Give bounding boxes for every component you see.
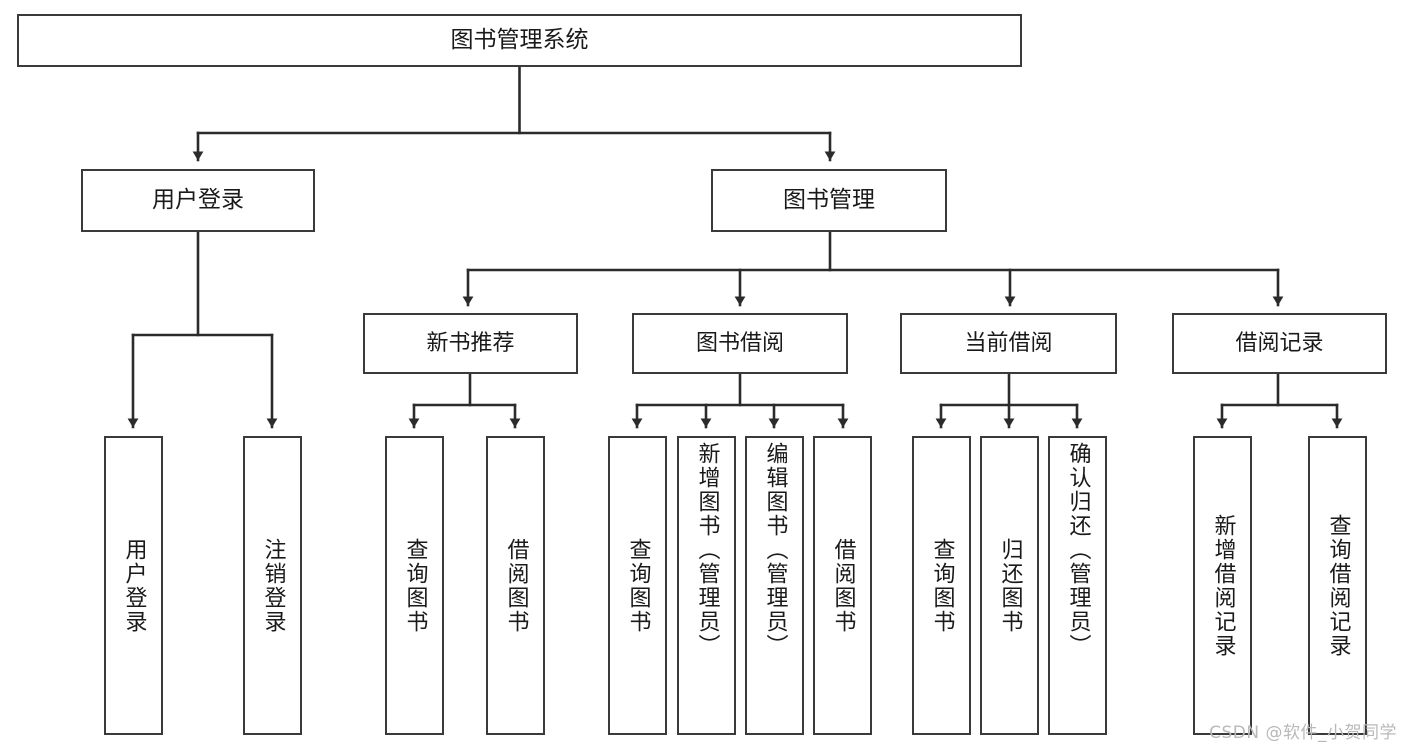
leaf-add-book-admin-label: 新增图书（管理员）: [694, 442, 720, 658]
node-new-book-recommend-label: 新书推荐: [426, 330, 515, 356]
leaf-borrow-book-label: 借阅图书: [830, 537, 856, 634]
node-current-borrow[interactable]: 当前借阅: [900, 313, 1117, 374]
leaf-query-borrow-record[interactable]: 查询借阅记录: [1308, 436, 1367, 735]
leaf-query-book-borrow-label: 查询图书: [625, 537, 651, 634]
node-book-manage-label: 图书管理: [783, 186, 875, 213]
leaf-return-book-label: 归还图书: [997, 537, 1023, 634]
leaf-confirm-return-admin-label: 确认归还（管理员）: [1065, 442, 1091, 658]
leaf-query-borrow-record-label: 查询借阅记录: [1325, 513, 1351, 658]
leaf-edit-book-admin[interactable]: 编辑图书（管理员）: [745, 436, 804, 735]
node-root-label: 图书管理系统: [450, 26, 589, 53]
leaf-add-borrow-record[interactable]: 新增借阅记录: [1193, 436, 1252, 735]
leaf-return-book[interactable]: 归还图书: [980, 436, 1039, 735]
node-book-manage[interactable]: 图书管理: [711, 169, 947, 232]
node-new-book-recommend[interactable]: 新书推荐: [363, 313, 578, 374]
watermark: CSDN @软件_小贺同学: [1209, 723, 1397, 743]
leaf-query-book-borrow[interactable]: 查询图书: [608, 436, 667, 735]
leaf-query-book-recommend[interactable]: 查询图书: [385, 436, 444, 735]
node-borrow-record-label: 借阅记录: [1235, 330, 1324, 356]
leaf-add-book-admin[interactable]: 新增图书（管理员）: [677, 436, 736, 735]
leaf-user-logout-label: 注销登录: [260, 537, 286, 634]
leaf-add-borrow-record-label: 新增借阅记录: [1210, 513, 1236, 658]
node-borrow-record[interactable]: 借阅记录: [1172, 313, 1387, 374]
leaf-user-login[interactable]: 用户登录: [104, 436, 163, 735]
node-user-login[interactable]: 用户登录: [81, 169, 315, 232]
leaf-query-book-recommend-label: 查询图书: [402, 537, 428, 634]
node-book-borrow-label: 图书借阅: [695, 330, 784, 356]
leaf-edit-book-admin-label: 编辑图书（管理员）: [762, 442, 788, 658]
leaf-borrow-book[interactable]: 借阅图书: [813, 436, 872, 735]
node-root[interactable]: 图书管理系统: [17, 14, 1022, 67]
leaf-user-login-label: 用户登录: [121, 537, 147, 634]
node-book-borrow[interactable]: 图书借阅: [632, 313, 848, 374]
leaf-borrow-book-recommend-label: 借阅图书: [503, 537, 529, 634]
leaf-query-book-current-label: 查询图书: [929, 537, 955, 634]
leaf-query-book-current[interactable]: 查询图书: [912, 436, 971, 735]
leaf-user-logout[interactable]: 注销登录: [243, 436, 302, 735]
node-current-borrow-label: 当前借阅: [964, 330, 1053, 356]
node-user-login-label: 用户登录: [152, 186, 244, 213]
leaf-borrow-book-recommend[interactable]: 借阅图书: [486, 436, 545, 735]
leaf-confirm-return-admin[interactable]: 确认归还（管理员）: [1048, 436, 1107, 735]
